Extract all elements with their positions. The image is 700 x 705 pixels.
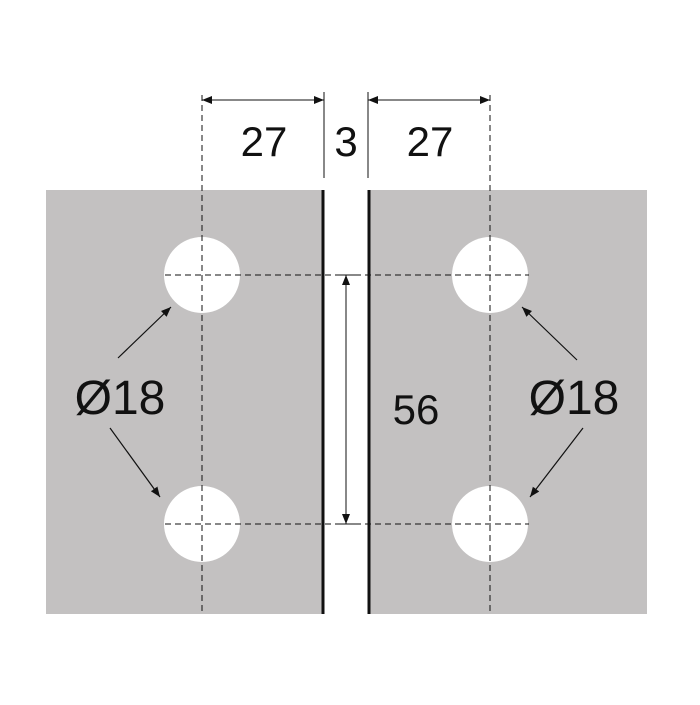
dim-text-56: 56 bbox=[393, 386, 440, 433]
dim-text-gap-3: 3 bbox=[334, 118, 357, 165]
dim-text-diameter-left: Ø18 bbox=[75, 372, 166, 425]
dim-text-right-27: 27 bbox=[407, 118, 454, 165]
diameter-leaders bbox=[109, 306, 584, 498]
hole-bottom-left bbox=[164, 486, 240, 562]
dim-text-diameter-right: Ø18 bbox=[529, 372, 620, 425]
dim-text-left-27: 27 bbox=[241, 118, 288, 165]
